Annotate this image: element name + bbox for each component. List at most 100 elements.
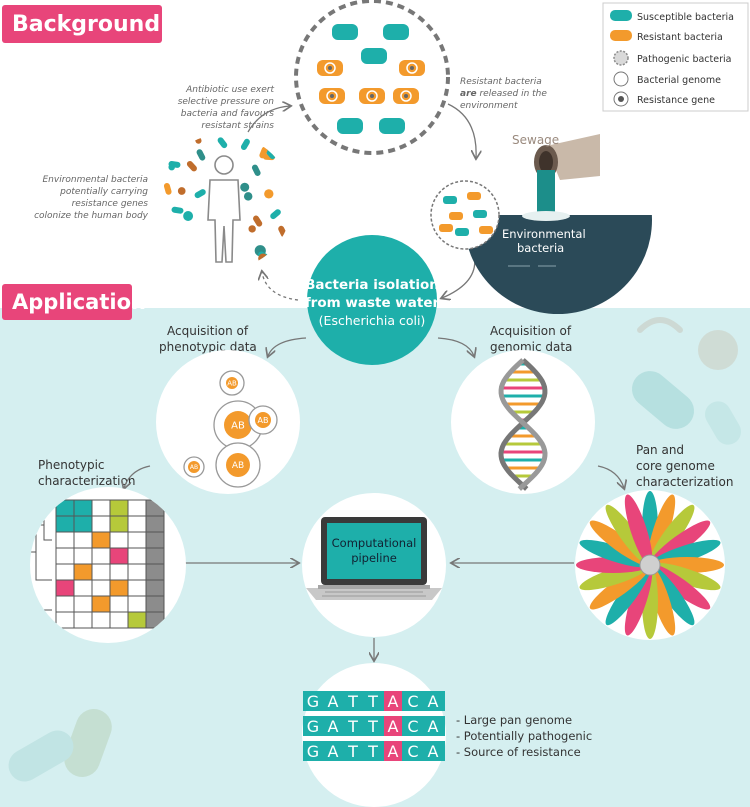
nucleotide: A bbox=[388, 717, 399, 736]
heatmap-cell bbox=[73, 595, 93, 613]
antibiotic-disk: AB bbox=[248, 405, 278, 435]
env-bacteria-label-1: Environmental bbox=[502, 227, 586, 241]
susceptible-bacterium bbox=[379, 118, 405, 134]
bacterium-dot bbox=[248, 225, 256, 233]
arrow-to-pheno-char bbox=[124, 465, 151, 488]
antibiotic-label: AB bbox=[231, 421, 245, 432]
phenotype-heatmap-circle bbox=[30, 487, 186, 643]
env-sample-circle bbox=[430, 180, 500, 250]
isolation-line-1: Bacteria isolation bbox=[305, 277, 439, 293]
phenotype-heatmap bbox=[30, 499, 165, 629]
svg-text:Environmental bacteria: Environmental bacteria bbox=[43, 175, 149, 185]
decorative-bacteria bbox=[8, 317, 741, 782]
heatmap-cell bbox=[109, 499, 129, 517]
heatmap-cell bbox=[109, 563, 129, 581]
genome-petal bbox=[624, 494, 653, 566]
heatmap-cell bbox=[73, 515, 93, 533]
nucleotide: G bbox=[307, 692, 319, 711]
nucleotide: C bbox=[407, 742, 418, 761]
note-selective-pressure: Antibiotic use exert selective pressure … bbox=[178, 85, 275, 131]
heatmap-cell bbox=[73, 531, 93, 549]
svg-text:Antibiotic use exert: Antibiotic use exert bbox=[185, 85, 274, 95]
heatmap-cell bbox=[145, 547, 165, 565]
background-header: Background bbox=[12, 12, 160, 37]
pipeline-circle: Computational pipeline bbox=[302, 493, 446, 637]
heatmap-cell bbox=[109, 595, 129, 613]
svg-text:colonize the human body: colonize the human body bbox=[34, 211, 149, 221]
nucleotide: T bbox=[347, 692, 358, 711]
isolation-line-3: (Escherichia coli) bbox=[319, 313, 426, 328]
bacterium-rod bbox=[217, 137, 228, 149]
legend-resistance-gene: Resistance gene bbox=[637, 95, 715, 106]
antibiotic-label: AB bbox=[258, 416, 269, 425]
susceptible-bacterium bbox=[337, 118, 363, 134]
svg-text:Pan and: Pan and bbox=[636, 443, 684, 457]
sewage-label: Sewage bbox=[512, 133, 559, 147]
svg-text:core genome: core genome bbox=[636, 459, 715, 473]
nucleotide: T bbox=[347, 742, 358, 761]
svg-text:genomic data: genomic data bbox=[490, 340, 572, 354]
heatmap-cell bbox=[73, 611, 93, 629]
bacterium-dot bbox=[156, 232, 162, 241]
heatmap-cell bbox=[91, 531, 111, 549]
bacterium-rod bbox=[265, 148, 276, 160]
nucleotide: G bbox=[307, 742, 319, 761]
antibiotic-plates: AB AB AB AB AB bbox=[183, 370, 278, 488]
nucleotide: A bbox=[428, 717, 439, 736]
heatmap-cell bbox=[127, 547, 147, 565]
legend-genome: Bacterial genome bbox=[637, 75, 721, 86]
isolation-line-2: from waste water bbox=[305, 295, 440, 311]
bacterium-dot bbox=[243, 192, 253, 201]
environmental-bacteria-pattern bbox=[156, 134, 290, 270]
heatmap-cell bbox=[127, 531, 147, 549]
nucleotide: C bbox=[407, 717, 418, 736]
nucleotide: T bbox=[367, 717, 378, 736]
heatmap-cell bbox=[127, 611, 147, 629]
resistant-bacterium bbox=[449, 212, 463, 220]
heatmap-cell bbox=[55, 563, 75, 581]
result-pathogenic: - Potentially pathogenic bbox=[456, 729, 592, 743]
svg-text:Resistant bacteria: Resistant bacteria bbox=[460, 77, 542, 87]
heatmap-cell bbox=[109, 531, 129, 549]
antibiotic-label: AB bbox=[227, 379, 237, 387]
bacterium-rod bbox=[253, 215, 263, 227]
background-header-box bbox=[2, 5, 162, 43]
heatmap-cell bbox=[91, 515, 111, 533]
svg-text:potentially carrying: potentially carrying bbox=[59, 187, 148, 197]
antibiotic-disk: AB bbox=[183, 456, 205, 478]
resistant-bacterium bbox=[317, 60, 343, 76]
nucleotide: T bbox=[347, 717, 358, 736]
nucleotide: A bbox=[428, 742, 439, 761]
bacterium-rod bbox=[259, 146, 268, 159]
human-body-circle bbox=[156, 134, 292, 270]
pan-genome-circle bbox=[575, 490, 725, 640]
nucleotide: G bbox=[307, 717, 319, 736]
sewage-environment: Sewage Environmental bacteria bbox=[430, 133, 652, 314]
svg-text:Acquisition of: Acquisition of bbox=[167, 324, 249, 338]
legend-pathogenic: Pathogenic bacteria bbox=[637, 54, 731, 65]
heatmap-cell bbox=[55, 515, 75, 533]
bacterium-rod bbox=[163, 182, 172, 195]
arrow-to-selection bbox=[247, 106, 290, 133]
bacterium-rod bbox=[175, 262, 183, 270]
legend: Susceptible bacteria Resistant bacteria … bbox=[602, 2, 749, 112]
resistant-bacterium bbox=[393, 88, 419, 104]
heatmap-cell bbox=[145, 531, 165, 549]
svg-text:characterization: characterization bbox=[636, 475, 733, 489]
heatmap-cell bbox=[91, 579, 111, 597]
heatmap-cell bbox=[145, 579, 165, 597]
antibiotic-disk: AB bbox=[215, 442, 261, 488]
heatmap-cell bbox=[109, 579, 129, 597]
legend-pathogenic-icon bbox=[613, 50, 629, 66]
resistant-bacterium bbox=[319, 88, 345, 104]
arrow-to-isolation bbox=[442, 253, 476, 298]
result-pan-genome: - Large pan genome bbox=[456, 713, 572, 727]
pipeline-line-2: pipeline bbox=[351, 551, 397, 565]
bacterium-dot bbox=[177, 187, 186, 195]
heatmap-cell bbox=[145, 563, 165, 581]
svg-text:resistance genes: resistance genes bbox=[72, 199, 149, 209]
dna-helix-icon bbox=[498, 358, 548, 491]
